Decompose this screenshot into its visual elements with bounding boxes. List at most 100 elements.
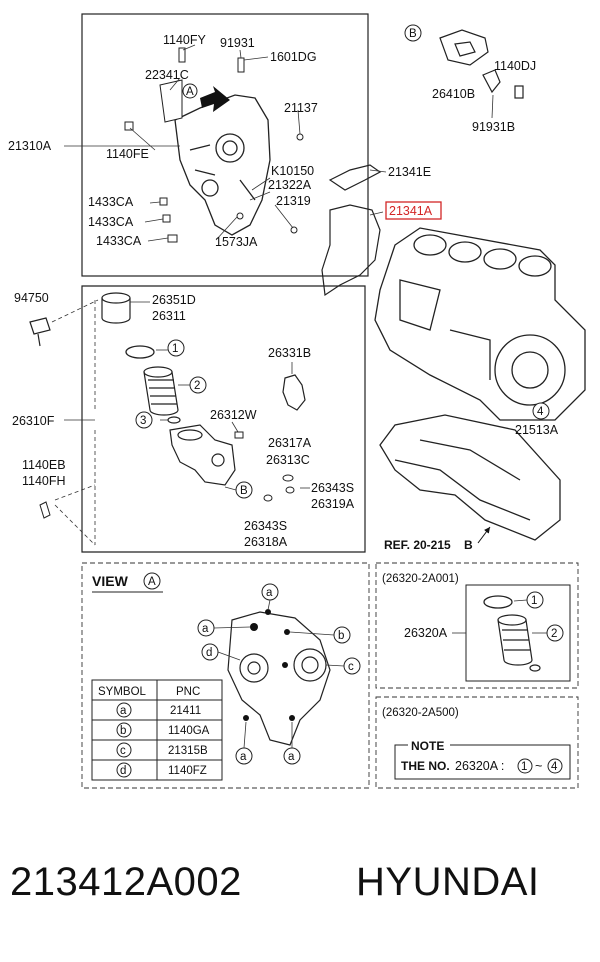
label-1140fy: 1140FY [163, 33, 207, 47]
label-26343s-b: 26343S [244, 519, 287, 533]
oil-filter-box [81, 285, 366, 553]
table-pnc: 21315B [168, 745, 208, 757]
ref-b: B [464, 538, 473, 552]
footer-part-number: 213412A002 [10, 860, 242, 904]
ref-arrow [477, 526, 491, 544]
label-1140eb: 1140EB [22, 458, 66, 472]
callout-b-top [404, 24, 422, 42]
callout-a-circle [182, 83, 198, 99]
label-1140fe: 1140FE [106, 147, 149, 161]
callout-3 [135, 411, 153, 429]
table-symbol-circles [116, 702, 132, 778]
bolts-cluster [124, 47, 304, 243]
svg-text:a: a [240, 751, 247, 763]
label-21319: 21319 [276, 194, 311, 208]
note-title-bg [408, 738, 450, 752]
label-91931b: 91931B [472, 120, 515, 134]
label-1140dj: 1140DJ [494, 59, 536, 73]
callout-3-text: 3 [140, 415, 146, 427]
svg-text:a: a [288, 751, 295, 763]
footer: 213412A002 HYUNDAI [0, 860, 600, 920]
label-21322a: 21322A [268, 178, 312, 192]
view-a-letter: A [148, 576, 156, 588]
table-row: c [120, 745, 126, 757]
svg-text:b: b [338, 630, 344, 642]
filter-housing [169, 424, 236, 486]
footer-brand: HYUNDAI [356, 860, 540, 904]
table-pnc: 1140GA [168, 725, 210, 737]
callout-4-top [532, 402, 550, 420]
timing-cover-box [81, 13, 369, 277]
svg-text:a: a [266, 587, 273, 599]
label-21341a: 21341A [389, 204, 433, 218]
note-box [394, 744, 571, 780]
label-26311: 26311 [152, 309, 186, 323]
leader-26312w [231, 421, 239, 433]
kit1-filter [497, 614, 541, 672]
label-1433ca-3: 1433CA [96, 234, 142, 248]
table-pnc: 21411 [170, 705, 201, 717]
label-26313c: 26313C [266, 453, 310, 467]
note-sep: ~ [535, 759, 542, 773]
view-a-callouts [197, 583, 361, 765]
symbol-table [91, 679, 223, 781]
kit1-callout-2-text: 2 [551, 628, 557, 640]
kit1-leader-1 [513, 599, 528, 602]
callout-2-text: 2 [194, 380, 200, 392]
label-26310f: 26310F [12, 414, 55, 428]
part-26312w [234, 431, 244, 439]
o-ring [125, 345, 155, 359]
kit2-box [375, 696, 579, 789]
dashed-connector-1 [51, 299, 99, 323]
label-22341c: 22341C [145, 68, 189, 82]
label-26410b: 26410B [432, 87, 475, 101]
table-header-pnc: PNC [176, 686, 200, 698]
label-21137: 21137 [284, 101, 318, 115]
callout-a: A [186, 86, 194, 98]
label-26343s-r: 26343S [311, 481, 354, 495]
sensor-drawing [29, 317, 51, 347]
view-a-leaders [213, 599, 345, 749]
table-row: d [120, 765, 126, 777]
svg-text:d: d [206, 647, 212, 659]
note-from-circle [517, 758, 533, 774]
kit1-o-ring [483, 595, 513, 609]
label-1433ca-1: 1433CA [88, 195, 134, 209]
dashed-connector-3 [54, 484, 96, 546]
label-91931: 91931 [220, 36, 255, 50]
note-title: NOTE [411, 739, 444, 753]
kit1-code: (26320-2A001) [382, 573, 459, 585]
label-1433ca-2: 1433CA [88, 215, 134, 229]
highlight-box-21341a [385, 201, 442, 220]
kit1-label: 26320A [404, 626, 448, 640]
table-row: a [120, 705, 127, 717]
label-26318a: 26318A [244, 535, 288, 549]
svg-text:a: a [202, 623, 209, 635]
note-part: 26320A : [455, 759, 504, 773]
label-21341e: 21341E [388, 165, 431, 179]
leader-b-mid [224, 486, 237, 491]
ref-engine-block: REF. 20-215 [384, 538, 451, 552]
label-1601dg: 1601DG [270, 50, 317, 64]
bolt-1140eb [39, 501, 51, 519]
label-26319a: 26319A [311, 497, 355, 511]
mount-bracket-drawing [439, 29, 524, 99]
note-to-circle [547, 758, 563, 774]
view-a-letter-circle [143, 572, 161, 590]
label-26331b: 26331B [268, 346, 311, 360]
label-26351d: 26351D [152, 293, 196, 307]
engine-block-drawing [374, 227, 586, 421]
kit1-box [375, 562, 579, 689]
gasket-26331b [282, 374, 306, 411]
label-26317a: 26317A [268, 436, 312, 450]
label-k10150: K10150 [271, 164, 314, 178]
oil-pan-drawing [379, 414, 561, 541]
view-a-title: VIEW [92, 573, 129, 589]
view-a-cover-drawing [227, 611, 331, 746]
view-a-arrow [200, 86, 230, 112]
note-from: 1 [521, 761, 527, 773]
timing-cover-drawing [174, 94, 271, 236]
table-pnc: 1140FZ [168, 765, 207, 777]
leader-lines-top [64, 44, 387, 242]
